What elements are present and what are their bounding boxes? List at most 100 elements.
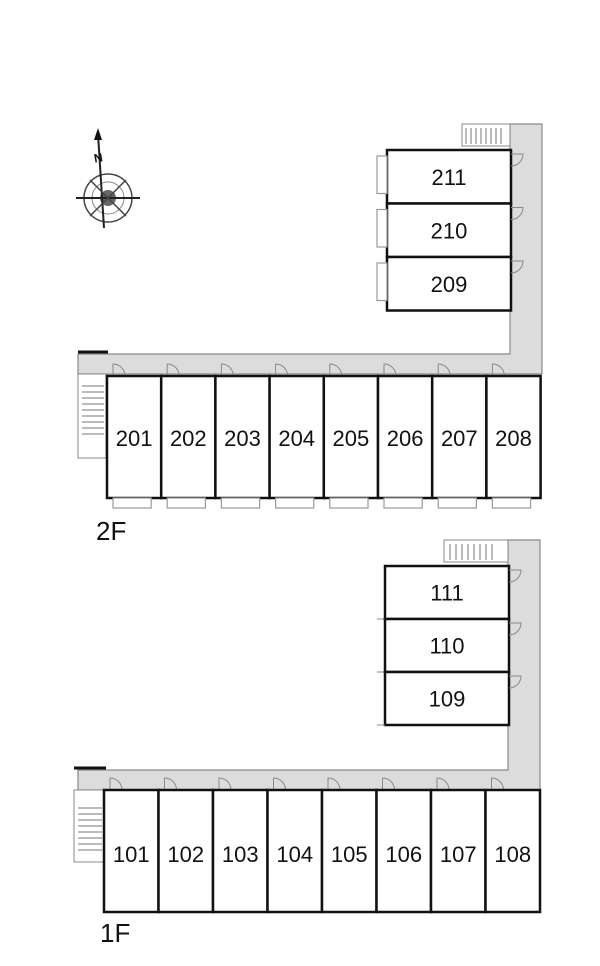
room-number: 202 — [170, 426, 207, 451]
balcony — [166, 497, 206, 509]
room-outline — [385, 148, 513, 205]
room-102: 102 — [157, 777, 215, 914]
floor-2f: 201 202 203 204 205 206 207 208 211 210 209 2F — [77, 123, 543, 546]
door-swing-icon — [437, 363, 451, 377]
door-swing-icon — [382, 777, 395, 791]
room-number: 110 — [429, 634, 464, 659]
room-203: 203 — [214, 363, 271, 509]
rooms-1f: 101 102 103 104 105 106 107 108 111 110 109 — [102, 564, 542, 914]
door-swing-icon — [164, 777, 177, 791]
room-103: 103 — [211, 777, 269, 914]
room-outline — [383, 564, 511, 621]
door-swing-icon — [109, 777, 123, 791]
room-211: 211 — [376, 148, 524, 205]
stair-1f-top — [443, 539, 509, 563]
room-outline — [385, 202, 513, 259]
room-202: 202 — [159, 363, 217, 509]
room-number: 206 — [387, 426, 424, 451]
door-swing-icon — [510, 260, 524, 274]
room-108: 108 — [484, 777, 542, 914]
rooms-2f: 201 202 203 204 205 206 207 208 211 210 209 — [105, 148, 542, 509]
room-number: 107 — [440, 842, 477, 867]
room-outline — [159, 374, 217, 500]
room-outline — [485, 374, 542, 500]
room-outline — [385, 255, 513, 312]
room-number: 104 — [276, 842, 313, 867]
room-210: 210 — [376, 202, 524, 259]
room-outline — [322, 374, 380, 500]
room-number: 101 — [113, 842, 150, 867]
door-swing-icon — [510, 153, 524, 167]
room-106: 106 — [375, 777, 433, 914]
floor-1f: 101 102 103 104 105 106 107 108 111 110 109 1F — [73, 539, 542, 948]
room-207: 207 — [430, 363, 488, 509]
balcony — [437, 497, 478, 509]
door-swing-icon — [508, 675, 522, 689]
room-number: 105 — [331, 842, 368, 867]
room-number: 108 — [494, 842, 531, 867]
room-number: 209 — [431, 272, 468, 297]
room-number: 205 — [333, 426, 370, 451]
room-outline — [268, 374, 326, 500]
room-outline — [214, 374, 271, 500]
room-number: 106 — [385, 842, 422, 867]
stair-2f-top — [461, 123, 511, 147]
balcony — [220, 497, 261, 509]
door-swing-icon — [112, 363, 126, 377]
room-201: 201 — [105, 363, 163, 509]
floor-label-1f: 1F — [100, 918, 130, 948]
room-number: 204 — [278, 426, 315, 451]
room-outline — [211, 788, 269, 914]
room-208: 208 — [485, 363, 542, 509]
north-label: N — [93, 150, 104, 165]
balcony — [112, 497, 152, 509]
door-swing-icon — [508, 622, 522, 636]
door-swing-icon — [275, 363, 289, 377]
room-number: 102 — [167, 842, 204, 867]
room-204: 204 — [268, 363, 326, 509]
room-number: 203 — [224, 426, 261, 451]
balcony — [383, 497, 423, 509]
room-number: 208 — [495, 426, 532, 451]
balcony — [376, 155, 388, 195]
door-swing-icon — [273, 777, 286, 791]
room-111: 111 — [377, 564, 522, 621]
room-101: 101 — [102, 777, 160, 914]
room-number: 103 — [222, 842, 259, 867]
room-number: 210 — [431, 218, 468, 243]
balcony — [329, 497, 369, 509]
room-outline — [376, 374, 434, 500]
room-outline — [266, 788, 324, 914]
balcony — [491, 497, 532, 509]
room-107: 107 — [429, 777, 487, 914]
balcony — [376, 208, 388, 248]
door-swing-icon — [508, 569, 522, 583]
room-outline — [383, 670, 511, 727]
room-110: 110 — [377, 617, 522, 674]
room-outline — [484, 788, 542, 914]
floor-label-2f: 2F — [96, 516, 126, 546]
balcony — [275, 497, 315, 509]
door-swing-icon — [491, 777, 504, 791]
door-swing-icon — [166, 363, 180, 377]
door-swing-icon — [491, 363, 505, 377]
room-105: 105 — [320, 777, 378, 914]
room-outline — [430, 374, 488, 500]
room-number: 109 — [429, 687, 466, 712]
room-outline — [375, 788, 433, 914]
room-number: 111 — [430, 581, 463, 606]
door-swing-icon — [436, 777, 450, 791]
room-outline — [102, 788, 160, 914]
balcony — [376, 262, 388, 302]
room-206: 206 — [376, 363, 434, 509]
room-number: 207 — [441, 426, 478, 451]
door-swing-icon — [510, 207, 524, 220]
compass-rose-icon: N — [76, 128, 140, 229]
room-109: 109 — [377, 670, 522, 727]
room-number: 201 — [116, 426, 153, 451]
room-number: 211 — [431, 165, 466, 190]
room-209: 209 — [376, 255, 524, 312]
door-swing-icon — [327, 777, 341, 791]
room-outline — [383, 617, 511, 674]
